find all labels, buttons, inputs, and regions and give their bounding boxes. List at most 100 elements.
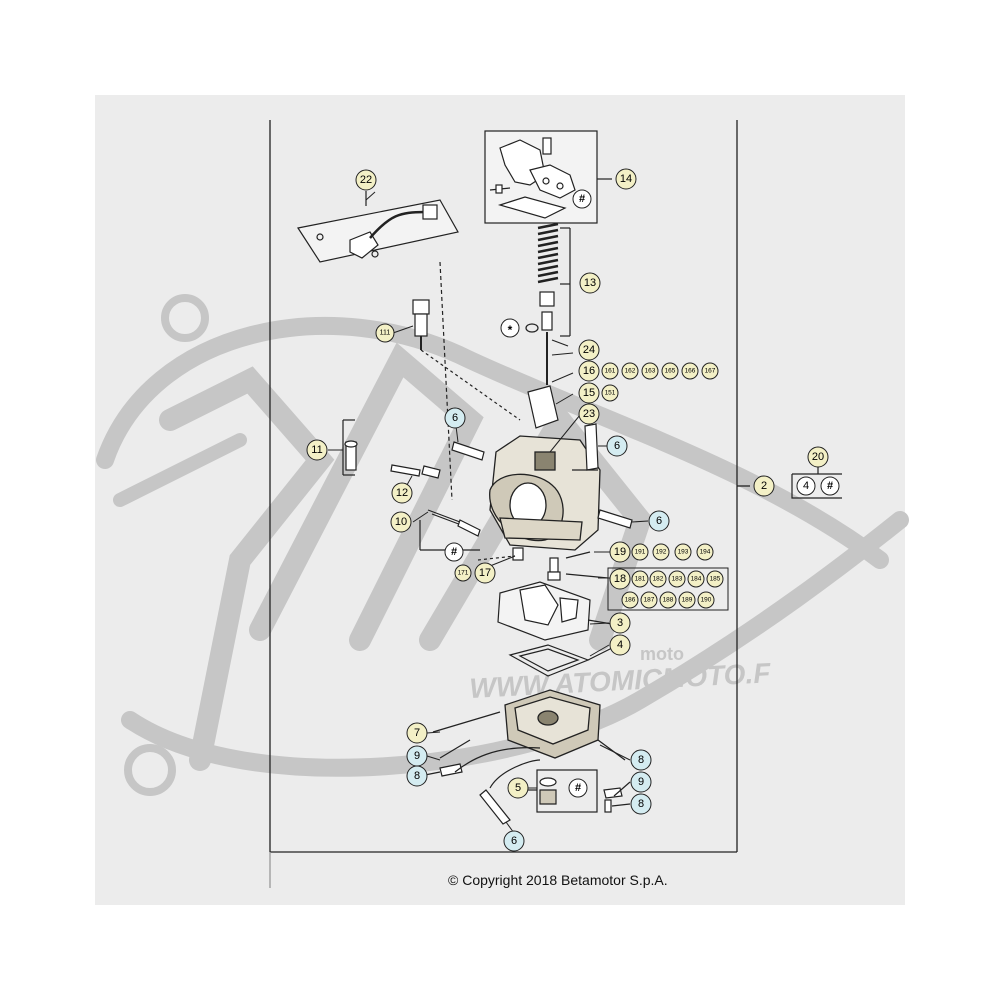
- callout-6-bottom[interactable]: 6: [503, 830, 525, 852]
- left-small-parts: [390, 441, 524, 561]
- svg-text:24: 24: [583, 344, 595, 356]
- callout-188[interactable]: 188: [659, 591, 677, 609]
- svg-text:187: 187: [644, 597, 655, 604]
- svg-text:#: #: [451, 546, 457, 558]
- callout-18[interactable]: 18: [609, 568, 631, 590]
- jets: [547, 551, 609, 581]
- callout-2[interactable]: 2: [753, 475, 775, 497]
- callout-167[interactable]: 167: [701, 362, 719, 380]
- hash-callout-bottom[interactable]: #: [568, 778, 588, 798]
- svg-text:166: 166: [685, 368, 696, 375]
- drain-plug: [525, 769, 598, 813]
- star-callout[interactable]: *: [500, 318, 520, 338]
- callout-8-right[interactable]: 8: [630, 749, 652, 771]
- callout-16[interactable]: 16: [578, 360, 600, 382]
- callout-181[interactable]: 181: [631, 570, 649, 588]
- svg-text:20: 20: [812, 451, 824, 463]
- callout-171[interactable]: 171: [454, 564, 472, 582]
- callout-12[interactable]: 12: [391, 482, 413, 504]
- svg-text:*: *: [508, 323, 513, 337]
- svg-text:#: #: [579, 193, 585, 205]
- callout-4[interactable]: 4: [609, 634, 631, 656]
- watermark-brand: moto: [640, 644, 684, 664]
- svg-text:#: #: [827, 480, 833, 492]
- callout-13[interactable]: 13: [579, 272, 601, 294]
- callout-161[interactable]: 161: [601, 362, 619, 380]
- callout-163[interactable]: 163: [641, 362, 659, 380]
- callout-194[interactable]: 194: [696, 543, 714, 561]
- gasket-part-4: [508, 644, 613, 677]
- svg-text:10: 10: [395, 516, 407, 528]
- svg-text:165: 165: [665, 368, 676, 375]
- callout-24[interactable]: 24: [578, 339, 600, 361]
- callout-3[interactable]: 3: [609, 612, 631, 634]
- callout-5[interactable]: 5: [507, 777, 529, 799]
- callout-8-right-lower[interactable]: 8: [630, 793, 652, 815]
- svg-text:16: 16: [583, 365, 595, 377]
- callout-9-right[interactable]: 9: [630, 771, 652, 793]
- callout-165[interactable]: 165: [661, 362, 679, 380]
- svg-text:184: 184: [691, 576, 702, 583]
- callout-186[interactable]: 186: [621, 591, 639, 609]
- callout-20-4[interactable]: 4: [796, 476, 816, 496]
- callout-23[interactable]: 23: [578, 403, 600, 425]
- svg-text:181: 181: [635, 576, 646, 583]
- callout-111[interactable]: 111: [375, 323, 395, 343]
- svg-text:7: 7: [414, 727, 420, 739]
- svg-text:23: 23: [583, 408, 595, 420]
- callout-6-right-lower[interactable]: 6: [648, 510, 670, 532]
- callout-11[interactable]: 11: [306, 439, 328, 461]
- svg-text:3: 3: [617, 617, 623, 629]
- svg-text:171: 171: [458, 570, 469, 577]
- svg-text:22: 22: [360, 174, 372, 186]
- callout-183[interactable]: 183: [668, 570, 686, 588]
- callout-192[interactable]: 192: [652, 543, 670, 561]
- hash-callout-20[interactable]: #: [820, 476, 840, 496]
- throttle-slide: [527, 385, 559, 429]
- svg-text:163: 163: [645, 368, 656, 375]
- svg-text:#: #: [575, 782, 581, 794]
- carburetor-body: [489, 435, 601, 551]
- callout-7[interactable]: 7: [406, 722, 428, 744]
- svg-text:13: 13: [584, 277, 596, 289]
- callout-182[interactable]: 182: [649, 570, 667, 588]
- svg-text:111: 111: [380, 330, 391, 337]
- copyright-notice: © Copyright 2018 Betamotor S.p.A.: [448, 872, 668, 888]
- callout-184[interactable]: 184: [687, 570, 705, 588]
- hash-callout-left[interactable]: #: [444, 542, 464, 562]
- svg-text:4: 4: [803, 480, 809, 492]
- svg-text:4: 4: [617, 639, 623, 651]
- callout-15[interactable]: 15: [578, 382, 600, 404]
- callout-8-left[interactable]: 8: [406, 765, 428, 787]
- callout-162[interactable]: 162: [621, 362, 639, 380]
- callout-185[interactable]: 185: [706, 570, 724, 588]
- callout-19[interactable]: 19: [609, 541, 631, 563]
- svg-text:189: 189: [682, 597, 693, 604]
- callout-189[interactable]: 189: [678, 591, 696, 609]
- callout-10[interactable]: 10: [390, 511, 412, 533]
- slide-spring-needle: [525, 222, 571, 385]
- callout-17[interactable]: 17: [474, 562, 496, 584]
- svg-text:192: 192: [656, 549, 667, 556]
- callout-151[interactable]: 151: [601, 384, 619, 402]
- callout-187[interactable]: 187: [640, 591, 658, 609]
- svg-text:18: 18: [614, 573, 626, 585]
- hash-callout-top[interactable]: #: [572, 189, 592, 209]
- callout-20[interactable]: 20: [807, 446, 829, 468]
- watermark-logo: [96, 294, 909, 796]
- callout-190[interactable]: 190: [697, 591, 715, 609]
- callout-6-right[interactable]: 6: [606, 435, 628, 457]
- callout-6-top[interactable]: 6: [444, 407, 466, 429]
- svg-text:191: 191: [635, 549, 646, 556]
- callout-9-left[interactable]: 9: [406, 745, 428, 767]
- callout-191[interactable]: 191: [631, 543, 649, 561]
- callout-166[interactable]: 166: [681, 362, 699, 380]
- svg-text:19: 19: [614, 546, 626, 558]
- svg-text:167: 167: [705, 368, 716, 375]
- svg-text:186: 186: [625, 597, 636, 604]
- callout-14[interactable]: 14: [615, 168, 637, 190]
- callout-22[interactable]: 22: [355, 169, 377, 191]
- svg-text:12: 12: [396, 487, 408, 499]
- svg-text:17: 17: [479, 567, 491, 579]
- callout-193[interactable]: 193: [674, 543, 692, 561]
